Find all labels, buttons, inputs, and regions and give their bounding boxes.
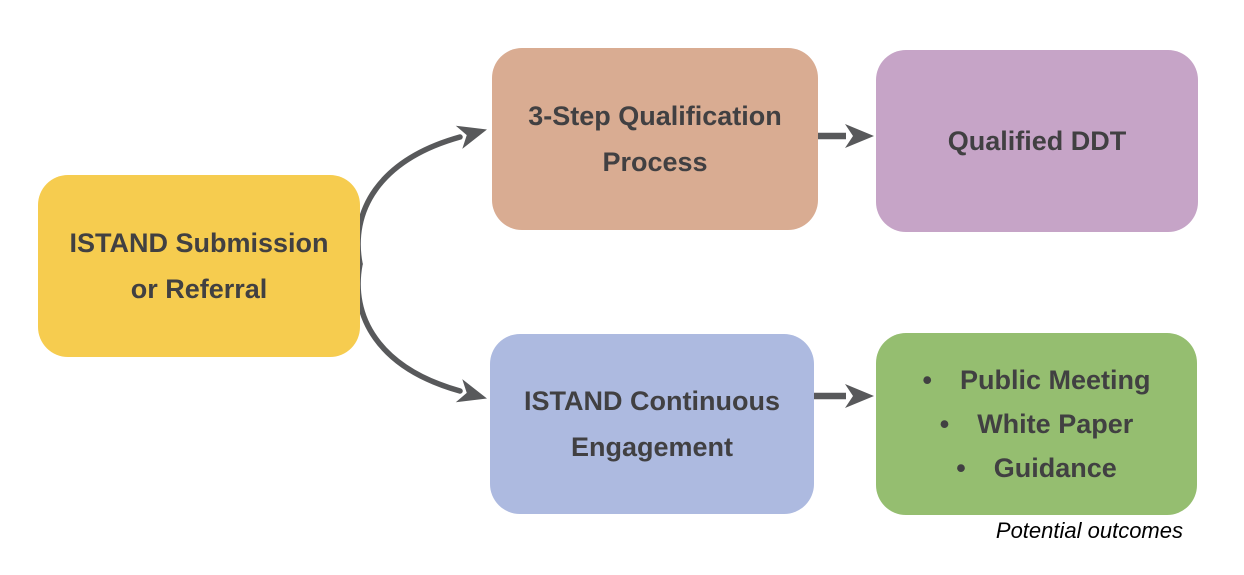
node-qualification-process: 3-Step Qualification Process [492, 48, 818, 230]
bullet-icon: • [956, 453, 966, 483]
node-label-line: or Referral [130, 274, 268, 304]
node-label-line: 3-Step Qualification [528, 101, 782, 131]
bullet-item: • Guidance [956, 446, 1116, 490]
bullet-item: • Public Meeting [923, 358, 1151, 402]
node-istand-submission: ISTAND Submission or Referral [38, 175, 360, 357]
bullet-label: White Paper [977, 409, 1134, 439]
node-label-line: Engagement [570, 432, 734, 462]
curved-arrow-to-qualification [355, 125, 487, 267]
node-label-line: ISTAND Continuous [524, 386, 780, 416]
bullet-icon: • [922, 365, 932, 395]
node-label-line: Qualified DDT [947, 126, 1127, 156]
bullet-label: Guidance [993, 453, 1117, 483]
node-potential-outcomes: • Public Meeting • White Paper • Guidanc… [876, 333, 1197, 515]
node-label-line: ISTAND Submission [69, 228, 329, 258]
node-label-line: Process [602, 147, 708, 177]
bullet-icon: • [939, 409, 950, 439]
curved-arrow-to-engagement [355, 261, 487, 403]
node-qualified-ddt: Qualified DDT [876, 50, 1198, 232]
node-continuous-engagement: ISTAND Continuous Engagement [490, 334, 814, 514]
potential-outcomes-caption: Potential outcomes [995, 518, 1183, 543]
bullet-label: Public Meeting [959, 365, 1151, 395]
bullet-item: • White Paper [940, 402, 1133, 446]
